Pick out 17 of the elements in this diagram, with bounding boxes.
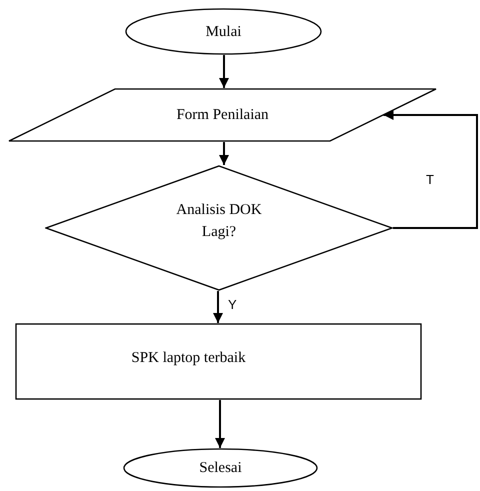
process-box <box>15 323 422 400</box>
node-text: Mulai <box>206 22 242 42</box>
arrow <box>219 55 229 88</box>
arrow <box>213 291 223 323</box>
node-text: Selesai <box>199 459 242 478</box>
input-parallelogram <box>8 88 437 142</box>
arrow <box>215 400 225 448</box>
terminator-ellipse <box>125 8 322 55</box>
edge-label: T <box>424 173 436 186</box>
node-text: Analisis DOK Lagi? <box>175 201 263 242</box>
node-text: SPK laptop terbaik <box>131 348 246 368</box>
terminator-ellipse <box>123 448 318 488</box>
edge-label: Y <box>226 298 239 311</box>
arrow <box>384 110 478 229</box>
arrow <box>219 142 229 165</box>
decision-diamond <box>45 165 393 291</box>
node-text: Form Penilaian <box>176 106 269 125</box>
